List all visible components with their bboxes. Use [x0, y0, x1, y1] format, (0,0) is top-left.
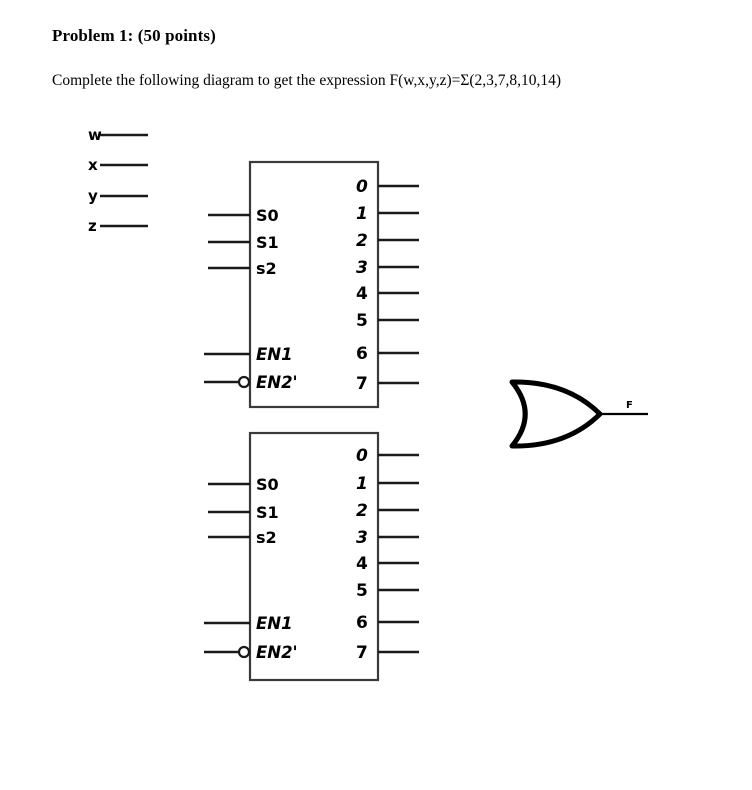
decoder-bottom-enable-label-EN2n: EN2'	[256, 643, 298, 662]
decoder-bottom-output-label-1: 1	[356, 474, 368, 494]
decoder-top-output-label-5: 5	[356, 311, 368, 331]
decoder-bottom-output-label-4: 4	[356, 554, 368, 574]
decoder-top-output-label-6: 6	[356, 344, 368, 364]
decoder-bottom-select-label-S1: S1	[256, 503, 279, 522]
decoder-top-inversion-bubble-icon	[237, 375, 251, 389]
decoder-top-output-label-7: 7	[356, 374, 368, 394]
or-gate-output-label: F	[626, 400, 633, 411]
decoder-top-output-label-0: 0	[356, 177, 368, 197]
problem-prompt-text: Complete the following diagram to get th…	[52, 72, 562, 89]
decoder-bottom-output-label-0: 0	[356, 446, 368, 466]
decoder-bottom-output-label-6: 6	[356, 613, 368, 633]
input-label-w: w	[88, 126, 102, 144]
decoder-bottom-inversion-bubble-icon	[237, 645, 251, 659]
decoder-bottom-output-label-2: 2	[356, 501, 368, 521]
decoder-bottom-select-label-S0: S0	[256, 475, 279, 494]
decoder-top-output-label-2: 2	[356, 231, 368, 251]
decoder-top-select-label-S0: S0	[256, 206, 279, 225]
decoder-top-select-label-s2: s2	[256, 259, 277, 278]
input-label-z: z	[88, 217, 97, 235]
page-title: Problem 1: (50 points)	[52, 26, 216, 45]
decoder-top-output-label-4: 4	[356, 284, 368, 304]
decoder-top-enable-label-EN2n: EN2'	[256, 373, 298, 392]
input-label-x: x	[88, 156, 98, 174]
decoder-bottom-output-label-3: 3	[356, 528, 368, 548]
decoder-top-output-label-3: 3	[356, 258, 368, 278]
or-gate-group: F	[509, 379, 648, 449]
input-label-y: y	[88, 187, 98, 205]
decoder-bottom-select-label-s2: s2	[256, 528, 277, 547]
decoder-top-enable-label-EN1: EN1	[256, 345, 293, 364]
decoder-bottom-enable-label-EN1: EN1	[256, 614, 293, 633]
decoder-bottom-body	[248, 431, 380, 682]
decoder-top-body	[248, 160, 380, 409]
decoder-group: S0S1s2EN1EN2'01234567S0S1s2EN1EN2'012345…	[204, 160, 419, 682]
decoder-bottom-output-label-5: 5	[356, 581, 368, 601]
decoder-bottom-output-label-7: 7	[356, 643, 368, 663]
decoder-top-output-label-1: 1	[356, 204, 368, 224]
decoder-top-select-label-S1: S1	[256, 233, 279, 252]
or-gate-shape	[509, 379, 603, 449]
